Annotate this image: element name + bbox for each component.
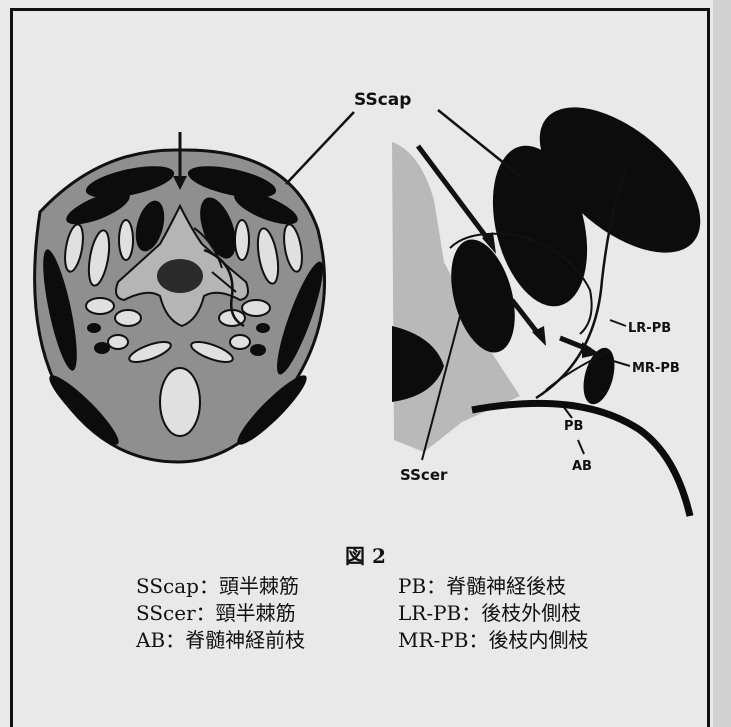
small-dark-oval	[250, 344, 266, 356]
legend-item: LR-PB：後枝外側枝	[398, 600, 588, 627]
sscap-leader-left	[286, 112, 354, 184]
light-oval	[119, 220, 133, 260]
enlarged-view	[392, 80, 726, 516]
diagram: SScap LR-PB MR-PB PB SScer AB	[0, 0, 731, 540]
legend-left-column: SScap：頭半棘筋 SScer：頸半棘筋 AB：脊髄神経前枝	[136, 573, 305, 654]
small-dark-oval	[256, 323, 270, 333]
lr-pb-leader	[610, 320, 626, 326]
label-mr-pb: MR-PB	[632, 361, 680, 376]
label-lr-pb: LR-PB	[628, 321, 671, 336]
legend-item: MR-PB：後枝内側枝	[398, 627, 588, 654]
spinal-cord	[157, 259, 203, 293]
label-ab: AB	[572, 459, 592, 474]
legend-item: SScer：頸半棘筋	[136, 600, 305, 627]
sscap-leader-right	[438, 110, 520, 176]
light-oval	[115, 310, 141, 326]
anterior-oval	[160, 368, 200, 436]
light-oval	[86, 298, 114, 314]
small-dark-oval	[87, 323, 101, 333]
label-sscer: SScer	[400, 466, 448, 484]
legend-item: AB：脊髄神経前枝	[136, 627, 305, 654]
legend-item: SScap：頭半棘筋	[136, 573, 305, 600]
light-oval	[108, 335, 128, 349]
legend-item: PB：脊髄神経後枝	[398, 573, 588, 600]
light-oval	[242, 300, 270, 316]
light-oval	[230, 335, 250, 349]
light-oval	[235, 220, 249, 260]
ab-leader	[578, 440, 584, 454]
legend-right-column: PB：脊髄神経後枝 LR-PB：後枝外側枝 MR-PB：後枝内側枝	[398, 573, 588, 654]
small-dark-oval	[94, 342, 110, 354]
figure-caption-title: 図 2	[0, 540, 731, 569]
label-sscap: SScap	[354, 90, 411, 110]
label-pb: PB	[564, 419, 583, 434]
neck-cross-section	[35, 112, 354, 462]
